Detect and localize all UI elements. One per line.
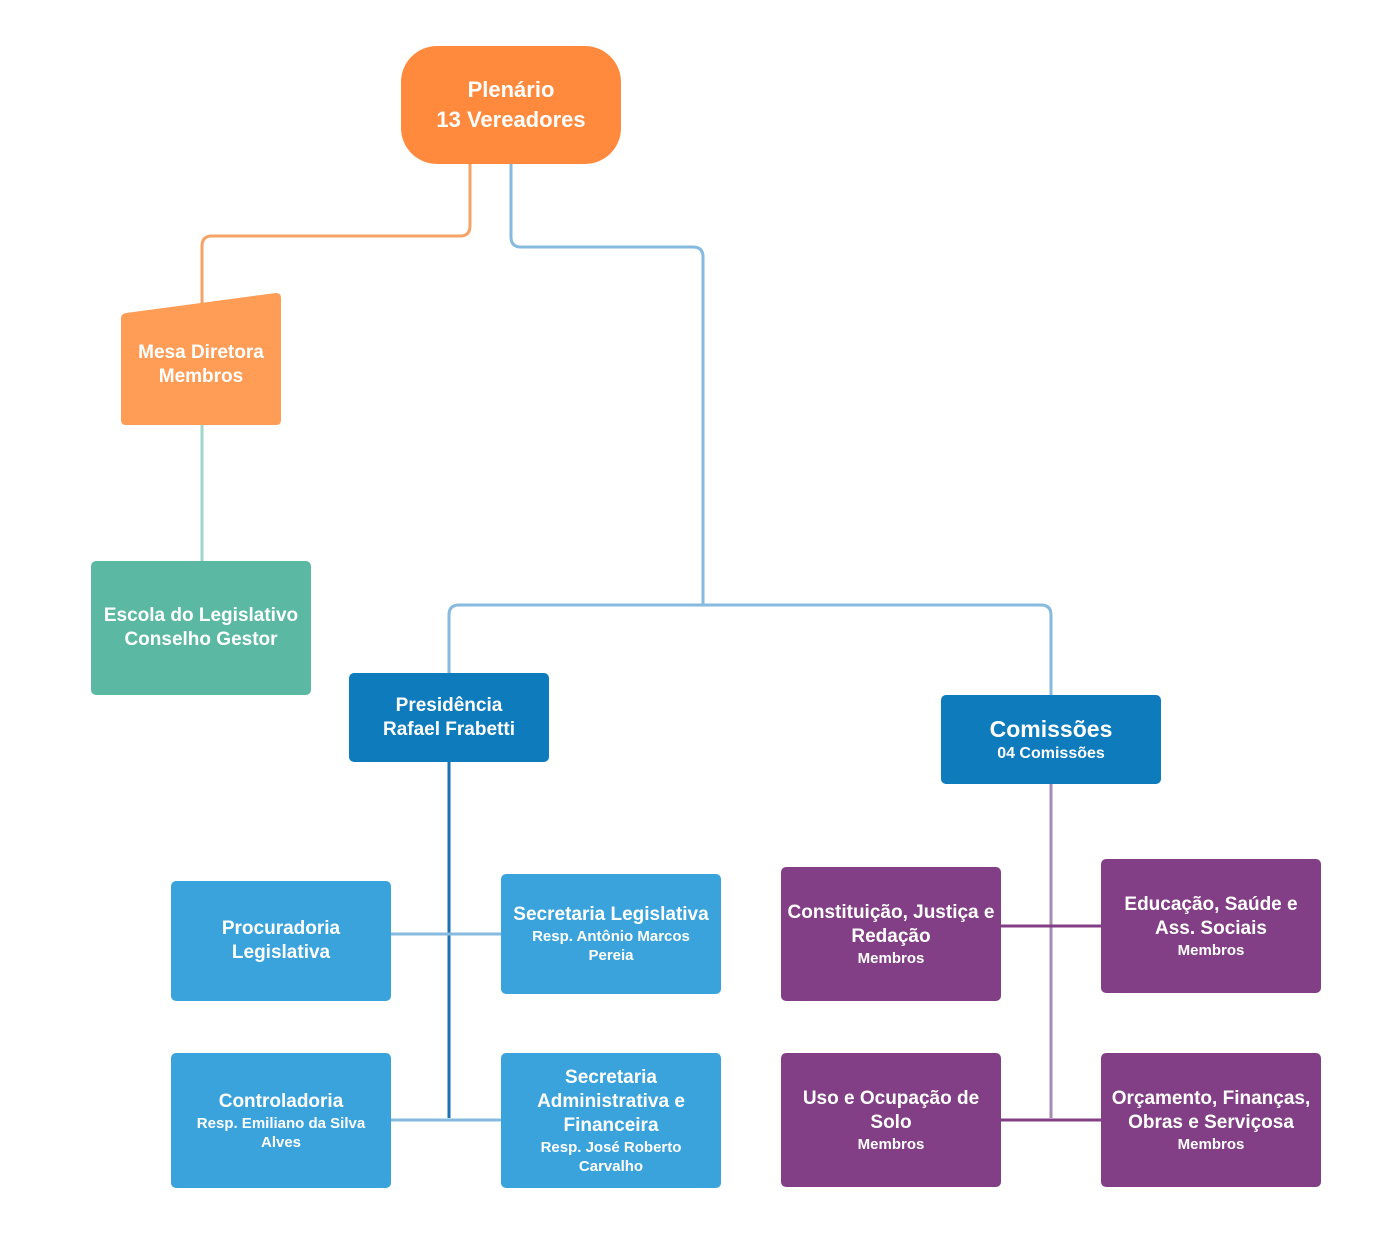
secretaria-administrativa-resp: Resp. José Roberto Carvalho	[540, 1138, 682, 1175]
plenario-node[interactable]: Plenário 13 Vereadores	[401, 46, 621, 164]
connector-plenario-mesa	[200, 163, 472, 304]
comissao-orcamento-node[interactable]: Orçamento, Finanças, Obras e Serviçosa M…	[1101, 1053, 1321, 1187]
comissoes-title: Comissões	[989, 715, 1113, 742]
comissao-constituicao-node[interactable]: Constituição, Justiça e Redação Membros	[781, 867, 1001, 1001]
comissao-orcamento-title: Orçamento, Finanças, Obras e Serviçosa	[1111, 1087, 1311, 1133]
controladoria-node[interactable]: Controladoria Resp. Emiliano da Silva Al…	[171, 1053, 391, 1188]
comissao-educacao-members: Membros	[1177, 941, 1245, 959]
comissao-uso-solo-members: Membros	[857, 1135, 925, 1153]
comissoes-subtitle: 04 Comissões	[997, 744, 1105, 762]
procuradoria-title: Procuradoria Legislativa	[221, 918, 341, 963]
comissoes-node[interactable]: Comissões 04 Comissões	[941, 695, 1161, 784]
escola-title: Escola do Legislativo	[103, 605, 299, 626]
mesa-diretora-title: Mesa Diretora	[138, 342, 264, 363]
comissao-educacao-node[interactable]: Educação, Saúde e Ass. Sociais Membros	[1101, 859, 1321, 993]
connector-plenario-branch	[509, 163, 705, 605]
controladoria-title: Controladoria	[218, 1090, 344, 1112]
presidencia-node[interactable]: Presidência Rafael Frabetti	[349, 673, 549, 762]
connector-branch-presidencia-comissoes	[447, 603, 1053, 696]
comissao-constituicao-members: Membros	[857, 949, 925, 967]
comissao-constituicao-title: Constituição, Justiça e Redação	[787, 901, 995, 947]
mesa-diretora-subtitle: Membros	[158, 366, 244, 387]
secretaria-legislativa-resp: Resp. Antônio Marcos Pereia	[532, 928, 690, 964]
secretaria-legislativa-node[interactable]: Secretaria Legislativa Resp. Antônio Mar…	[501, 874, 721, 994]
comissao-uso-solo-title: Uso e Ocupação de Solo	[802, 1087, 980, 1133]
presidencia-subtitle: Rafael Frabetti	[383, 718, 515, 740]
comissao-orcamento-members: Membros	[1177, 1135, 1245, 1153]
plenario-title: Plenário	[467, 77, 555, 102]
escola-legislativo-node[interactable]: Escola do Legislativo Conselho Gestor	[91, 561, 311, 695]
mesa-diretora-node[interactable]: Mesa Diretora Membros	[121, 313, 281, 425]
procuradoria-node[interactable]: Procuradoria Legislativa	[171, 881, 391, 1001]
secretaria-administrativa-title: Secretaria Administrativa e Financeira	[537, 1066, 685, 1136]
escola-subtitle: Conselho Gestor	[124, 629, 278, 650]
secretaria-legislativa-title: Secretaria Legislativa	[513, 904, 709, 925]
presidencia-title: Presidência	[395, 694, 503, 716]
comissao-educacao-title: Educação, Saúde e Ass. Sociais	[1124, 893, 1298, 939]
controladoria-resp: Resp. Emiliano da Silva Alves	[196, 1114, 366, 1151]
mesa-diretora-shape	[121, 293, 281, 425]
plenario-subtitle: 13 Vereadores	[436, 107, 586, 132]
comissao-uso-solo-node[interactable]: Uso e Ocupação de Solo Membros	[781, 1053, 1001, 1187]
secretaria-administrativa-node[interactable]: Secretaria Administrativa e Financeira R…	[501, 1053, 721, 1188]
